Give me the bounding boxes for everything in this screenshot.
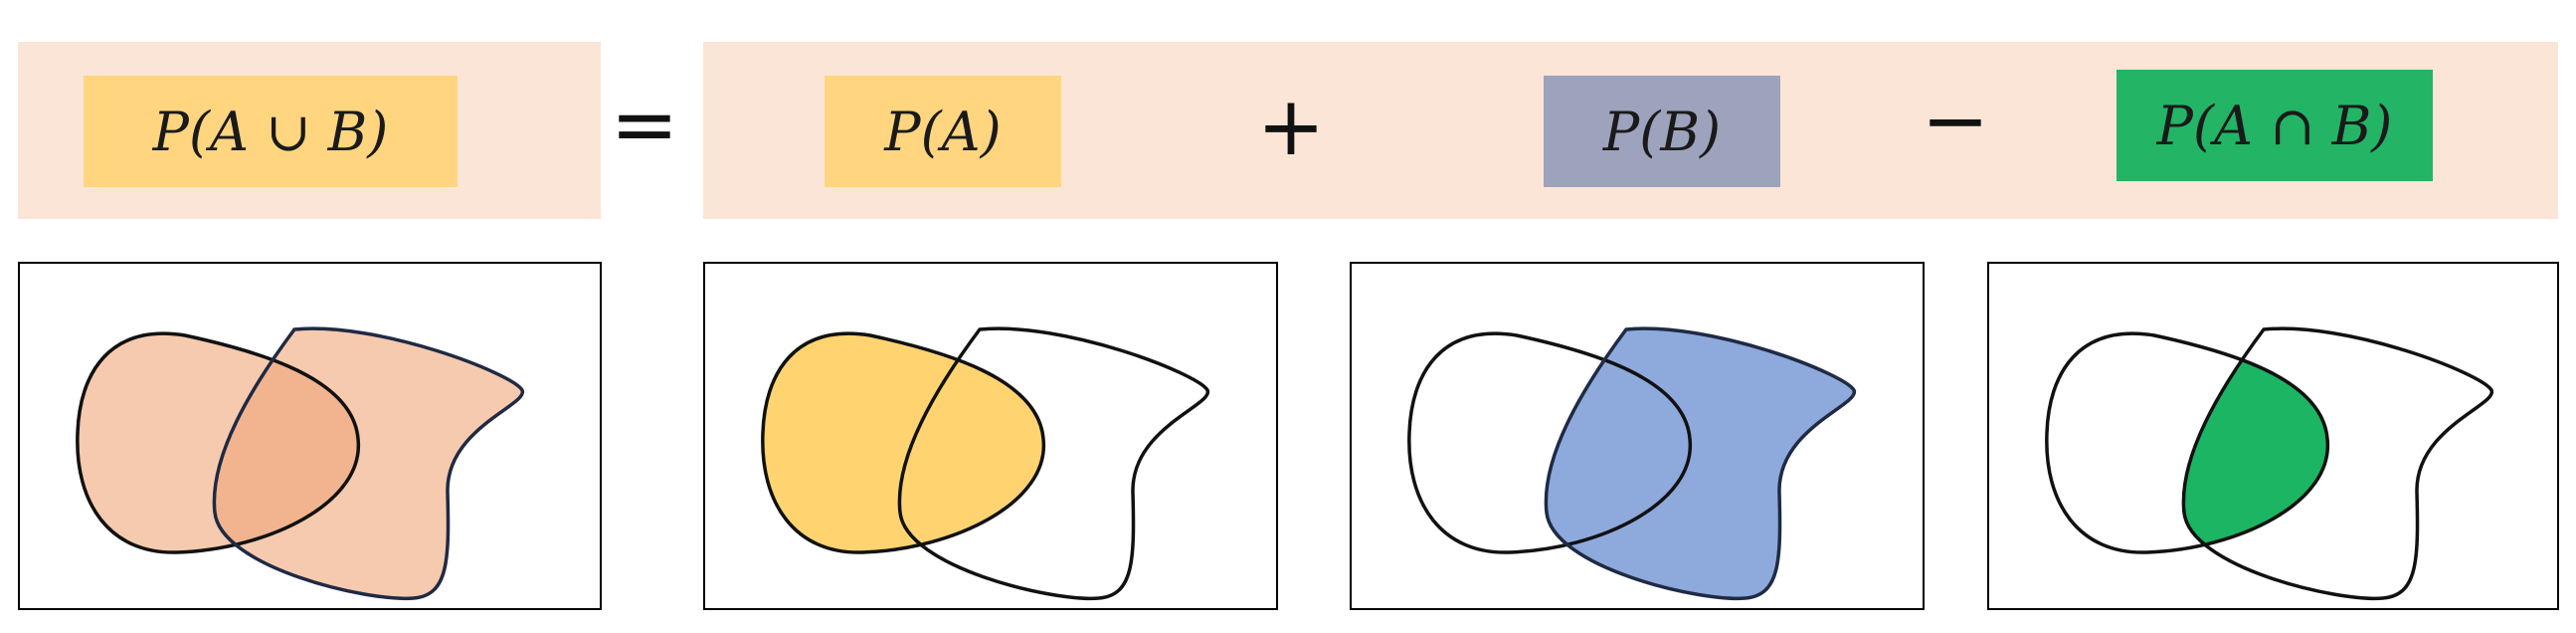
equals-sign: = — [610, 78, 679, 172]
venn-panel-set-b — [1350, 262, 1925, 610]
venn-panel-union — [18, 262, 602, 610]
set-b-shape — [1546, 328, 1855, 599]
term-a: P(A) — [825, 76, 1061, 187]
venn-union-diagram — [76, 326, 525, 601]
minus-sign: − — [1921, 74, 1990, 168]
term-b: P(B) — [1544, 76, 1780, 187]
term-b-label: P(B) — [1602, 100, 1722, 163]
term-intersection-label: P(A ∩ B) — [2156, 94, 2393, 157]
term-intersection: P(A ∩ B) — [2116, 70, 2433, 181]
venn-set-a-diagram — [761, 326, 1210, 601]
term-union-label: P(A ∪ B) — [152, 100, 389, 163]
term-union: P(A ∪ B) — [84, 76, 458, 187]
venn-intersection-diagram — [2045, 326, 2494, 601]
venn-set-b-diagram — [1407, 326, 1857, 601]
term-a-label: P(A) — [884, 100, 1002, 163]
plus-sign: + — [1256, 80, 1326, 174]
venn-panel-intersection — [1987, 262, 2559, 610]
intersection-shape — [2183, 333, 2328, 553]
venn-panel-set-a — [703, 262, 1278, 610]
